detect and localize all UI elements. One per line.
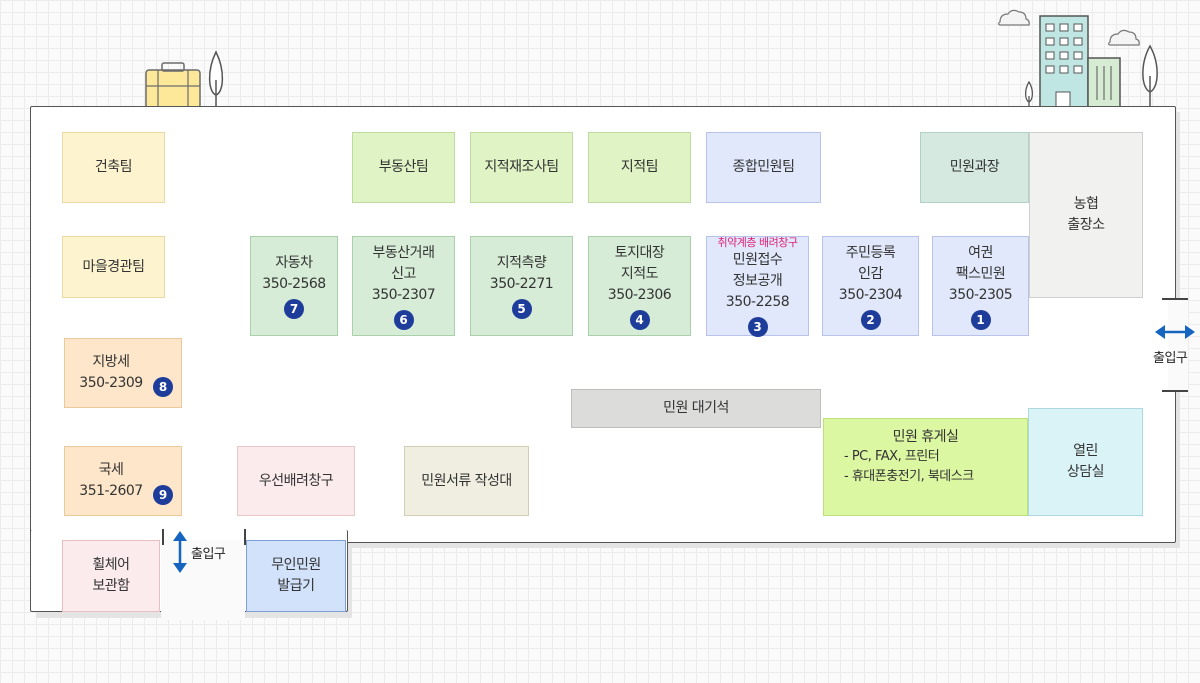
window-8-local-tax: 지방세 350-2309 8 xyxy=(64,338,182,408)
area-wheelchair-storage: 휠체어 보관함 xyxy=(62,540,160,612)
room-label: 종합민원팀 xyxy=(732,159,795,175)
window-phone: 350-2307 xyxy=(371,286,436,303)
window-label-line2: 지적도 xyxy=(620,265,659,282)
small-tree-icon xyxy=(1024,80,1034,108)
tall-tree-icon xyxy=(1142,44,1158,108)
window-7-car: 자동차 350-2568 7 xyxy=(250,236,338,336)
room-open-counseling: 열린 상담실 xyxy=(1028,408,1143,516)
room-label: 지적팀 xyxy=(620,159,659,175)
area-label: 민원 대기석 xyxy=(663,400,729,416)
room-architecture-team: 건축팀 xyxy=(62,132,165,203)
lounge-title: 민원 휴게실 xyxy=(892,429,959,445)
window-phone: 350-2258 xyxy=(725,293,790,310)
room-label: 지적재조사팀 xyxy=(484,159,559,175)
room-civil-lounge: 민원 휴게실 - PC, FAX, 프린터 - 휴대폰충전기, 북데스크 xyxy=(823,418,1028,516)
room-cadastral-resurvey-team: 지적재조사팀 xyxy=(470,132,573,203)
bottom-entrance-gap xyxy=(161,540,245,620)
window-phone: 351-2607 xyxy=(79,483,143,499)
room-label: 민원과장 xyxy=(949,159,1000,175)
room-label: 마을경관팀 xyxy=(82,258,145,275)
window-label-line1: 지방세 xyxy=(92,354,130,370)
room-label: 건축팀 xyxy=(94,159,133,175)
area-document-writing-desk: 민원서류 작성대 xyxy=(404,446,529,516)
window-label-line1: 주민등록 xyxy=(845,244,896,261)
vertical-arrow-icon xyxy=(173,531,187,573)
window-priority-care: 우선배려창구 xyxy=(237,446,355,516)
room-label-line2: 발급기 xyxy=(277,578,315,594)
room-label: 부동산팀 xyxy=(378,159,429,175)
window-4-land-register: 토지대장 지적도 350-2306 4 xyxy=(588,236,691,336)
room-label-line1: 농협 xyxy=(1073,196,1099,212)
window-number-badge: 3 xyxy=(747,316,768,337)
window-phone: 350-2304 xyxy=(838,286,903,303)
window-label-line1: 민원접수 xyxy=(732,251,783,268)
window-label-line1: 자동차 xyxy=(275,255,313,271)
right-exit-label: 출입구 xyxy=(1153,351,1188,366)
window-number-badge: 1 xyxy=(970,309,991,330)
window-label-line2: 정보공개 xyxy=(732,272,783,289)
window-label-line2: 팩스민원 xyxy=(955,265,1006,282)
right-entrance-gap xyxy=(1168,299,1188,391)
lounge-item-charger-bookdesk: - 휴대폰충전기, 북데스크 xyxy=(844,469,974,484)
room-civil-director: 민원과장 xyxy=(920,132,1029,203)
window-2-resident-registration: 주민등록 인감 350-2304 2 xyxy=(822,236,919,336)
room-label-line2: 상담실 xyxy=(1066,464,1105,480)
window-number-badge: 9 xyxy=(153,485,173,505)
window-label-line2: 인감 xyxy=(858,265,883,282)
right-entrance-jamb-bottom xyxy=(1162,390,1188,392)
bottom-entrance-jamb-left xyxy=(162,529,164,545)
window-phone: 350-2271 xyxy=(489,276,554,292)
cloud-icon-2 xyxy=(1107,29,1140,46)
room-village-team: 마을경관팀 xyxy=(62,236,165,298)
window-number-badge: 8 xyxy=(153,377,173,397)
window-number-badge: 4 xyxy=(629,309,650,330)
room-label: 민원서류 작성대 xyxy=(421,472,512,489)
room-label-line2: 보관함 xyxy=(92,578,130,594)
cloud-icon xyxy=(997,9,1030,26)
window-label-line1: 여권 xyxy=(968,244,993,261)
window-label-line1: 토지대장 xyxy=(614,244,665,261)
room-label: 우선배려창구 xyxy=(258,472,334,489)
room-realestate-team: 부동산팀 xyxy=(352,132,455,203)
window-label-line1: 부동산거래 xyxy=(372,244,435,261)
window-label-line1: 국세 xyxy=(98,462,124,478)
right-entrance-jamb-top xyxy=(1162,298,1188,300)
horizontal-arrow-icon xyxy=(1155,325,1195,339)
room-cadastral-team: 지적팀 xyxy=(588,132,691,203)
window-5-cadastral-survey: 지적측량 350-2271 5 xyxy=(470,236,573,336)
building-icon xyxy=(1039,15,1121,109)
room-label-line1: 열린 xyxy=(1073,443,1098,459)
window-phone: 350-2309 xyxy=(79,375,143,391)
lounge-item-pc-fax-printer: - PC, FAX, 프린터 xyxy=(844,449,940,464)
window-3-civil-reception: 취약계층 배려창구 민원접수 정보공개 350-2258 3 xyxy=(706,235,809,337)
bottom-exit-label: 출입구 xyxy=(191,547,226,562)
vulnerable-group-label: 취약계층 배려창구 xyxy=(717,235,798,249)
window-number-badge: 6 xyxy=(393,309,414,330)
area-civil-waiting-seats: 민원 대기석 xyxy=(571,389,821,428)
window-number-badge: 2 xyxy=(860,309,881,330)
window-phone: 350-2305 xyxy=(948,286,1013,303)
room-label-line2: 출장소 xyxy=(1067,217,1105,233)
room-nh-branch: 농협 출장소 xyxy=(1029,132,1143,298)
window-label-line2: 신고 xyxy=(391,265,416,282)
tree-icon xyxy=(208,50,224,108)
room-label-line1: 휠체어 xyxy=(92,557,130,573)
room-civil-general-team: 종합민원팀 xyxy=(706,132,821,203)
window-9-national-tax: 국세 351-2607 9 xyxy=(64,446,182,516)
bottom-entrance-jamb-right xyxy=(244,529,246,545)
window-number-badge: 5 xyxy=(511,299,532,319)
window-1-passport: 여권 팩스민원 350-2305 1 xyxy=(932,236,1029,336)
window-number-badge: 7 xyxy=(284,299,304,319)
window-6-realestate-report: 부동산거래 신고 350-2307 6 xyxy=(352,236,455,336)
window-label-line1: 지적측량 xyxy=(496,255,547,271)
decoration-illustrations xyxy=(145,9,1158,109)
window-phone: 350-2568 xyxy=(262,276,326,292)
window-phone: 350-2306 xyxy=(607,286,672,303)
room-label-line1: 무인민원 xyxy=(271,557,321,573)
suitcase-icon xyxy=(145,62,201,109)
kiosk-unmanned-civil-issuer: 무인민원 발급기 xyxy=(246,540,346,612)
